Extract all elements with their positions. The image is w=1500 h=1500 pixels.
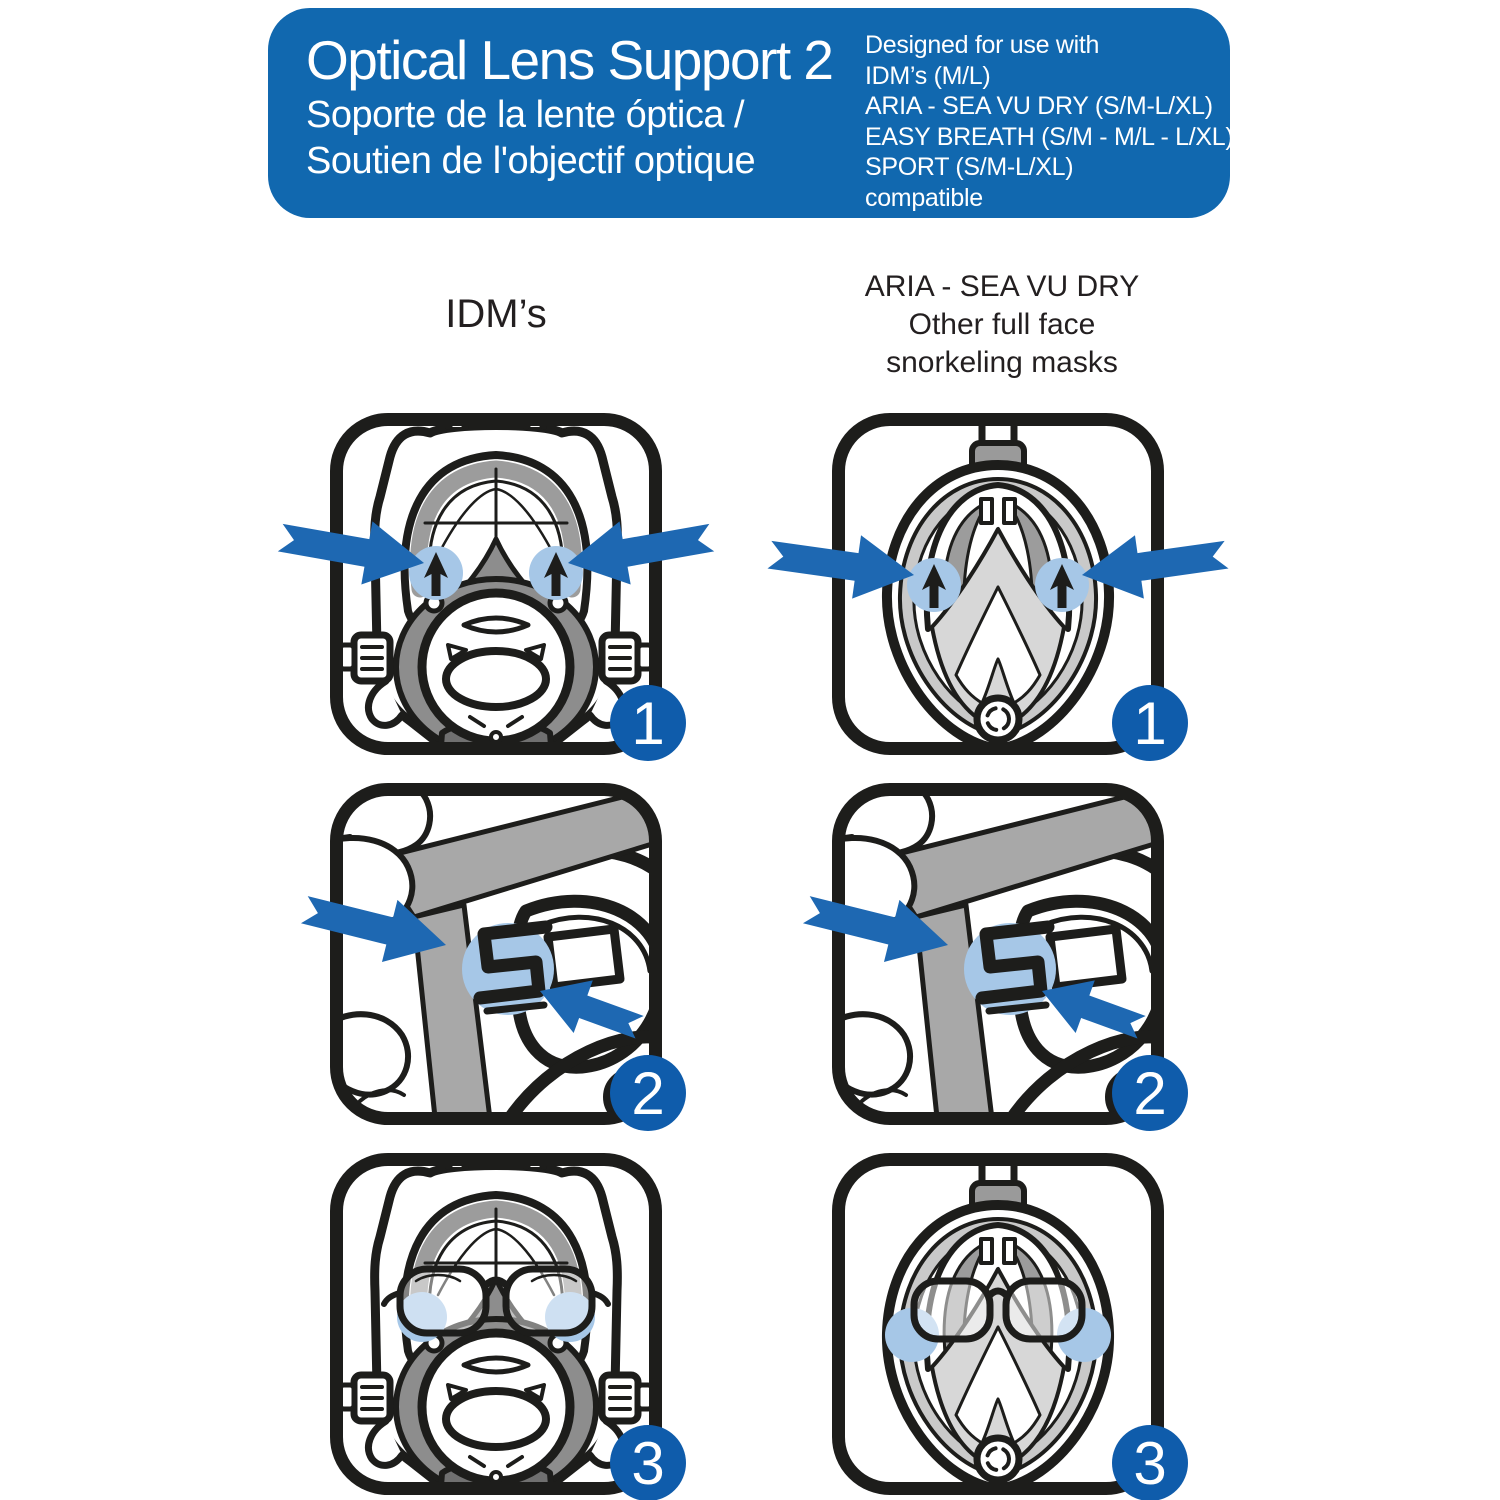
step-number: 1	[631, 690, 664, 757]
column-title-idm: IDM’s	[445, 292, 547, 336]
panel-idm-step-2: 2	[296, 761, 686, 1147]
step-number-badge: 3	[1112, 1425, 1188, 1500]
panel-frame	[330, 1153, 662, 1495]
badge-circle	[1112, 1055, 1188, 1131]
clip-insertion-drawing	[826, 774, 1166, 1127]
step-number-badge: 2	[610, 1055, 686, 1131]
step-number: 3	[1133, 1430, 1166, 1497]
column-title-aria: ARIA - SEA VU DRY Other full face snorke…	[832, 268, 1172, 382]
step-number: 1	[1133, 690, 1166, 757]
step-number: 3	[631, 1430, 664, 1497]
step-number: 2	[631, 1060, 664, 1127]
step-number: 2	[1133, 1060, 1166, 1127]
column-title-line: snorkeling masks	[886, 346, 1118, 379]
compat-line: compatible	[865, 183, 983, 212]
column-title-line: Other full face	[908, 308, 1096, 341]
panel-idm-step-1: 1	[274, 391, 718, 777]
panel-aria-step-1: 1	[764, 391, 1232, 777]
header-banner: Optical Lens Support 2 Soporte de la len…	[268, 8, 1234, 218]
compat-line: Designed for use with	[865, 31, 1100, 59]
attachment-point-marker-icon	[409, 546, 463, 600]
step-number-badge: 1	[1112, 685, 1188, 761]
panel-aria-step-3: 3	[820, 1131, 1188, 1500]
panel-frame	[330, 783, 662, 1125]
attachment-point-marker-icon	[907, 558, 961, 612]
panel-frame	[832, 413, 1164, 755]
clip-insertion-closeup-illustration: 2	[296, 761, 686, 1147]
compat-line: IDM’s (M/L)	[865, 61, 991, 90]
clip-insertion-closeup-illustration: 2	[798, 761, 1188, 1147]
badge-circle	[610, 685, 686, 761]
idm-mask-with-lenses-illustration: 3	[318, 1131, 686, 1500]
product-title-french: Soutien de l'objectif optique	[306, 140, 756, 182]
column-title-line: ARIA - SEA VU DRY	[864, 270, 1140, 303]
panel-idm-step-3: 3	[318, 1131, 686, 1500]
idm-mask-with-arrows-illustration: 1	[274, 391, 718, 777]
badge-circle	[1112, 1425, 1188, 1500]
badge-circle	[1112, 685, 1188, 761]
step-number-badge: 1	[610, 685, 686, 761]
compat-line: ARIA - SEA VU DRY (S/M-L/XL)	[865, 92, 1213, 120]
panel-frame	[832, 1153, 1164, 1495]
compatibility-list: Designed for use with IDM’s (M/L) ARIA -…	[865, 30, 1234, 213]
step-number-badge: 2	[1112, 1055, 1188, 1131]
product-title: Optical Lens Support 2	[306, 29, 834, 91]
compat-line: EASY BREATH (S/M - M/L - L/XL)	[865, 122, 1234, 151]
product-title-spanish: Soporte de la lente óptica /	[306, 94, 745, 136]
idm-mask-drawing	[340, 417, 652, 759]
attachment-point-marker-icon	[1035, 558, 1089, 612]
compat-line: SPORT (S/M-L/XL)	[865, 153, 1074, 181]
aria-mask-with-lenses-illustration: 3	[820, 1131, 1188, 1500]
idm-mask-drawing	[340, 1157, 652, 1499]
step-number-badge: 3	[610, 1425, 686, 1500]
attachment-point-marker-icon	[529, 546, 583, 600]
panel-frame	[832, 783, 1164, 1125]
badge-circle	[610, 1055, 686, 1131]
clip-insertion-drawing	[324, 774, 664, 1127]
panel-aria-step-2: 2	[798, 761, 1188, 1147]
aria-mask-with-arrows-illustration: 1	[764, 391, 1232, 777]
panel-frame	[330, 413, 662, 755]
badge-circle	[610, 1425, 686, 1500]
